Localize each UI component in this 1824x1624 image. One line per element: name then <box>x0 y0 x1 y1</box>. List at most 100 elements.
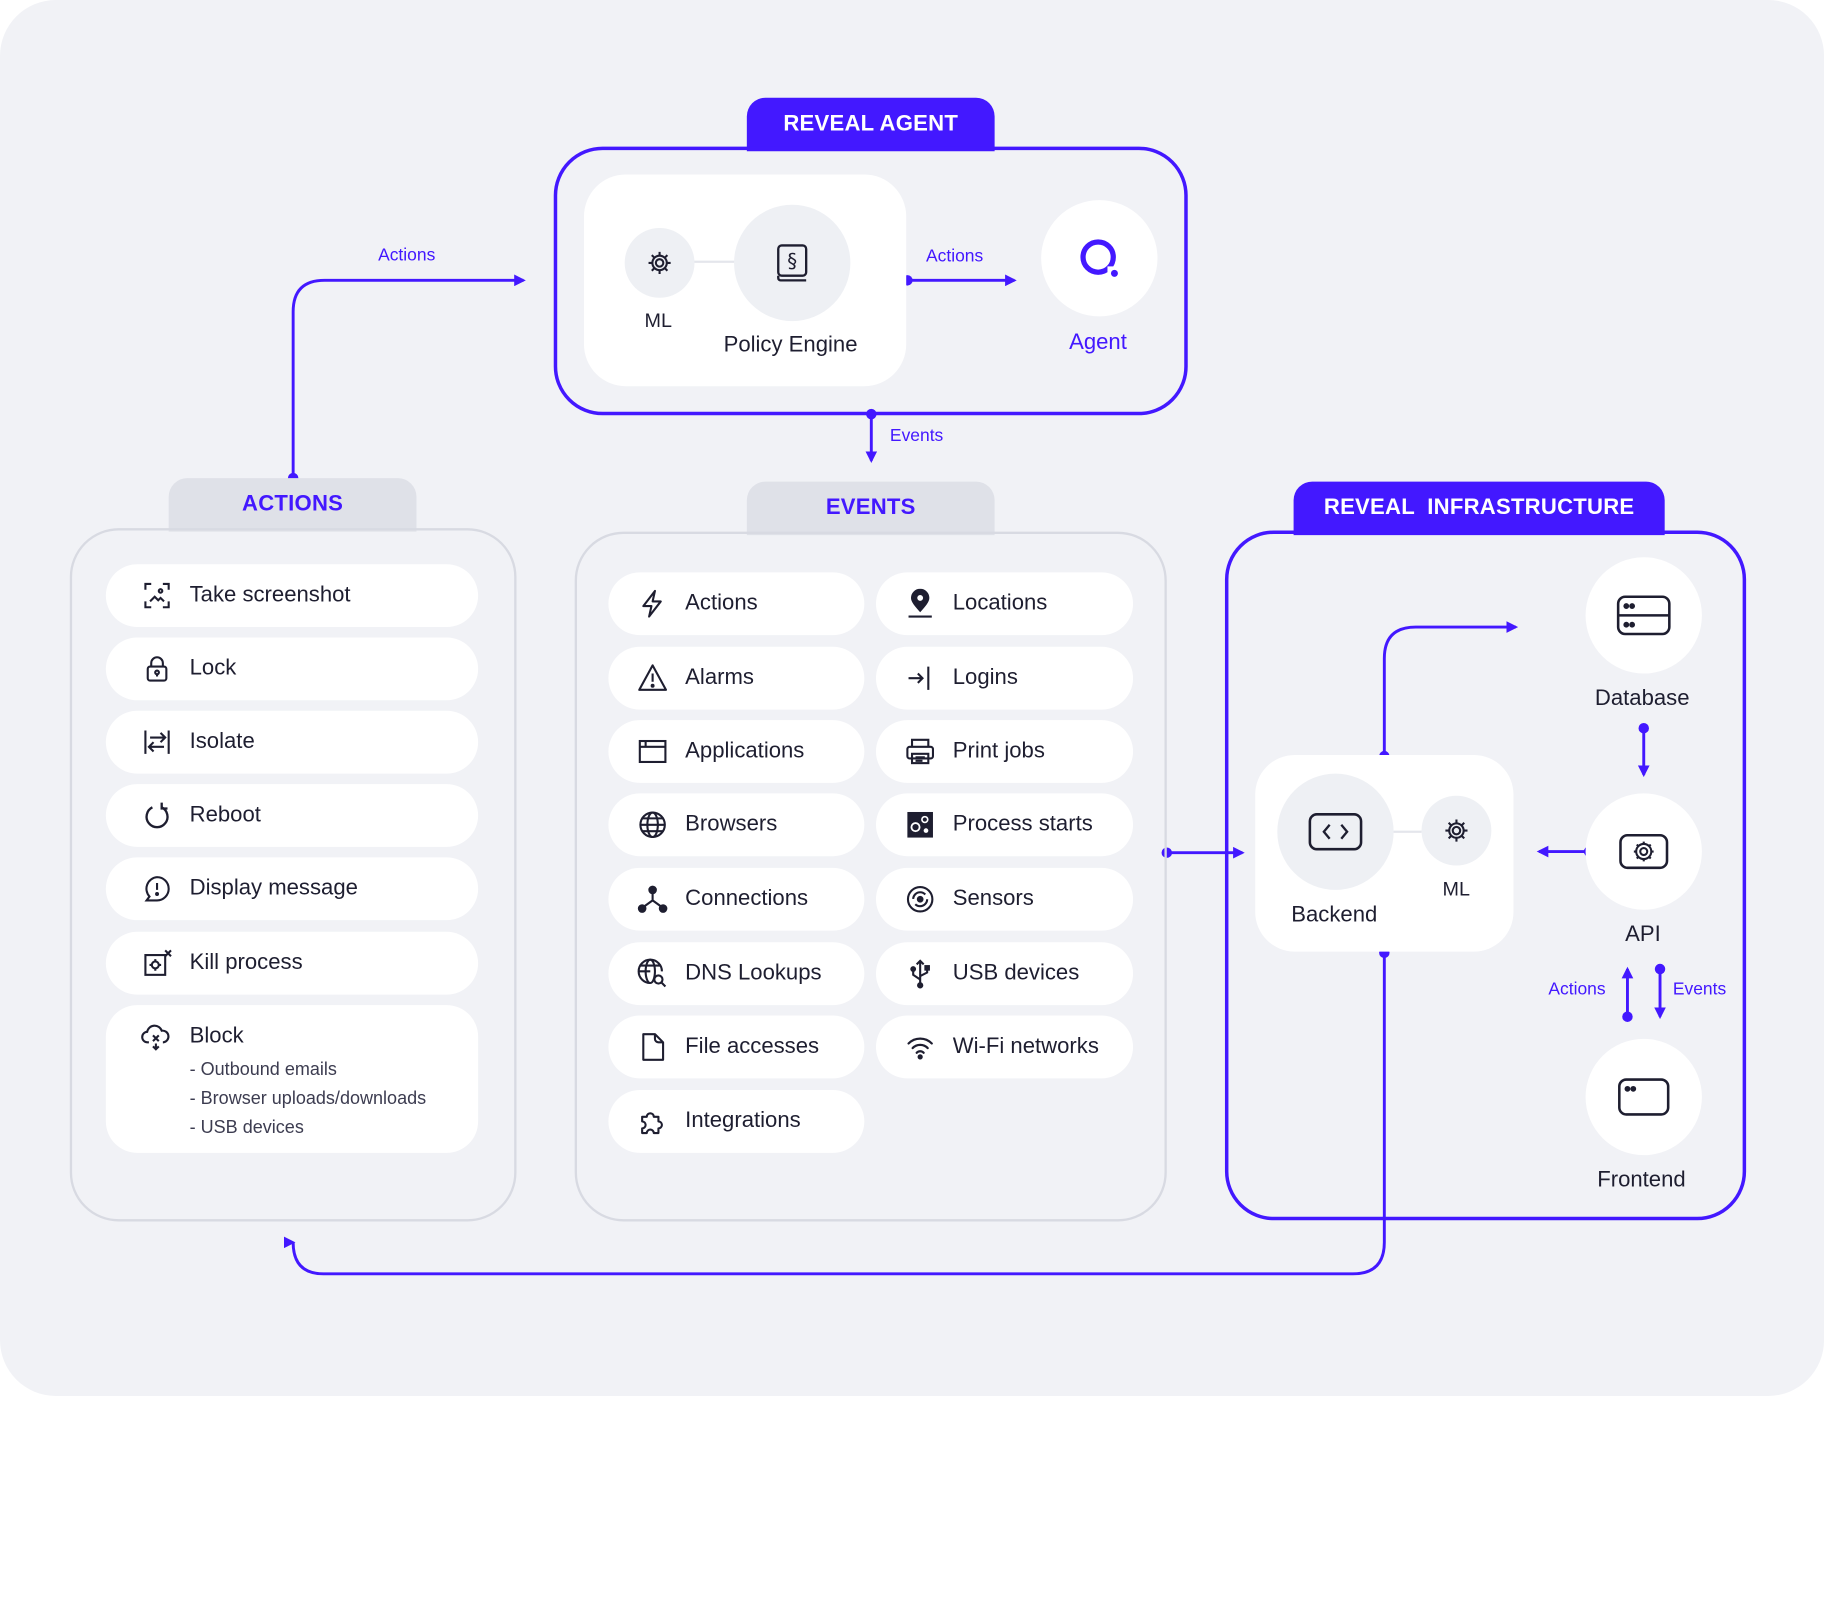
sensor-icon <box>904 883 937 916</box>
action-display-message[interactable]: Display message <box>105 857 479 921</box>
warning-icon <box>636 662 669 695</box>
gear-icon <box>648 251 671 274</box>
reveal-agent-frame <box>553 146 1188 416</box>
agent-ml-label: ML <box>644 309 672 332</box>
database-node <box>1585 557 1702 674</box>
actions-tab: ACTIONS <box>168 478 417 532</box>
event-integrations[interactable]: Integrations <box>608 1090 865 1153</box>
agent-events-flow-label: Events <box>889 425 944 446</box>
action-kill-process[interactable]: Kill process <box>105 931 479 995</box>
event-label: File accesses <box>685 1034 820 1059</box>
frontend-node <box>1585 1038 1702 1156</box>
event-applications[interactable]: Applications <box>608 720 865 783</box>
event-browsers[interactable]: Browsers <box>608 793 865 857</box>
event-alarms[interactable]: Alarms <box>608 646 865 710</box>
reveal-infrastructure-frame <box>1224 530 1747 1221</box>
process-icon <box>904 808 937 841</box>
block-subitem: - USB devices <box>189 1117 304 1138</box>
actions-flow-label: Actions <box>378 245 436 266</box>
action-block[interactable]: Block - Outbound emails - Browser upload… <box>105 1005 479 1153</box>
gear-icon <box>1445 819 1468 842</box>
reveal-infrastructure-tab: REVEAL INFRASTRUCTURE <box>1293 481 1665 536</box>
events-title: EVENTS <box>825 495 916 520</box>
event-label: Connections <box>685 886 809 911</box>
block-subitems: - Outbound emails - Browser uploads/down… <box>190 1055 427 1142</box>
event-actions[interactable]: Actions <box>608 572 865 636</box>
event-logins[interactable]: Logins <box>875 646 1134 710</box>
backend-label: Backend <box>1291 902 1378 928</box>
action-label: Display message <box>189 875 358 901</box>
action-reboot[interactable]: Reboot <box>105 784 479 847</box>
event-label: Process starts <box>952 811 1093 837</box>
event-file-accesses[interactable]: File accesses <box>608 1015 865 1079</box>
login-icon <box>904 662 937 695</box>
action-take-screenshot[interactable]: Take screenshot <box>105 564 479 628</box>
policy-engine-label: Policy Engine <box>723 332 858 358</box>
event-wifi-networks[interactable]: Wi-Fi networks <box>875 1015 1134 1079</box>
action-lock[interactable]: Lock <box>105 637 479 701</box>
bolt-icon <box>636 587 669 620</box>
event-dns-lookups[interactable]: DNS Lookups <box>608 942 865 1006</box>
event-label: Wi-Fi networks <box>952 1034 1099 1059</box>
backend-ml-label: ML <box>1442 878 1470 901</box>
screenshot-icon <box>141 579 174 612</box>
reveal-infrastructure-title: REVEAL INFRASTRUCTURE <box>1323 495 1635 520</box>
api-gear-icon <box>1619 833 1669 870</box>
event-sensors[interactable]: Sensors <box>875 867 1134 931</box>
agent-logo-icon <box>1080 239 1118 277</box>
event-label: Browsers <box>685 811 778 837</box>
ml-node <box>624 228 695 298</box>
event-label: Sensors <box>952 886 1034 911</box>
event-locations[interactable]: Locations <box>875 572 1134 636</box>
database-icon <box>1616 595 1671 636</box>
reboot-icon <box>141 799 174 832</box>
infra-events-flow-label: Events <box>1672 979 1727 1000</box>
block-label: Block <box>189 1023 244 1049</box>
puzzle-icon <box>636 1105 669 1138</box>
location-pin-icon <box>904 587 937 620</box>
reveal-agent-title: REVEAL AGENT <box>783 111 959 137</box>
backend-ml-link <box>1392 830 1422 833</box>
globe-icon <box>636 808 669 841</box>
code-icon <box>1308 813 1363 851</box>
ml-policy-link <box>692 260 739 263</box>
database-label: Database <box>1594 686 1690 711</box>
event-label: Integrations <box>685 1108 801 1134</box>
frontend-label: Frontend <box>1597 1167 1686 1193</box>
policy-book-icon: § <box>777 244 808 282</box>
message-icon <box>141 872 174 905</box>
event-label: DNS Lookups <box>685 960 822 986</box>
reveal-agent-tab: REVEAL AGENT <box>746 97 995 152</box>
event-print-jobs[interactable]: Print jobs <box>875 720 1134 783</box>
actions-to-agent-line <box>291 274 526 479</box>
action-label: Take screenshot <box>189 582 351 608</box>
agent-actions-flow-label: Actions <box>925 246 984 267</box>
action-label: Reboot <box>189 802 261 828</box>
agent-label: Agent <box>1069 330 1127 355</box>
event-label: Alarms <box>685 665 754 690</box>
kill-process-icon <box>141 947 174 980</box>
event-process-starts[interactable]: Process starts <box>875 793 1134 857</box>
lock-icon <box>141 653 174 686</box>
event-connections[interactable]: Connections <box>608 867 865 931</box>
actions-frame <box>69 528 517 1222</box>
backend-ml-node <box>1421 795 1492 866</box>
action-isolate[interactable]: Isolate <box>105 710 479 774</box>
window-icon <box>636 735 669 768</box>
event-usb-devices[interactable]: USB devices <box>875 942 1134 1006</box>
backend-to-actions-line <box>287 952 1386 1276</box>
browser-window-icon <box>1618 1078 1670 1116</box>
api-node <box>1585 793 1702 910</box>
event-label: USB devices <box>952 960 1080 986</box>
event-label: Logins <box>952 665 1018 690</box>
events-frame <box>574 531 1167 1222</box>
file-icon <box>636 1031 669 1064</box>
block-subitem: - Outbound emails <box>189 1059 337 1080</box>
infra-actions-flow-label: Actions <box>1548 979 1606 1000</box>
event-label: Applications <box>685 738 805 764</box>
svg-text:§: § <box>787 250 797 273</box>
api-label: API <box>1625 922 1661 947</box>
isolate-icon <box>141 726 174 759</box>
event-label: Actions <box>685 590 758 616</box>
usb-icon <box>904 957 937 990</box>
